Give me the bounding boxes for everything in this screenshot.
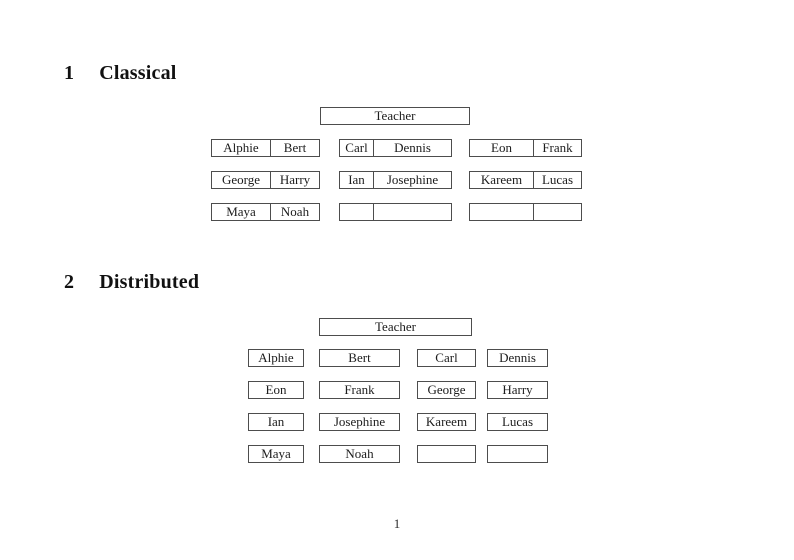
desk: Kareem Lucas (469, 171, 582, 189)
seat (373, 204, 451, 220)
section-title: Classical (99, 62, 177, 84)
desk: Eon Frank (469, 139, 582, 157)
desk: Frank (319, 381, 400, 399)
seat: Carl (345, 140, 368, 155)
desk: Ian (248, 413, 304, 431)
seat (533, 204, 581, 220)
seat (340, 204, 373, 220)
seat: Josephine (373, 172, 451, 188)
desk: Alphie (248, 349, 304, 367)
seat (470, 204, 533, 220)
section-title: Distributed (99, 271, 200, 293)
section-heading-distributed: 2 Distributed (64, 271, 199, 294)
desk: George Harry (211, 171, 320, 189)
desk: Josephine (319, 413, 400, 431)
teacher-box: Teacher (320, 107, 470, 125)
seat: Kareem (480, 172, 523, 187)
desk: Eon (248, 381, 304, 399)
desk: Lucas (487, 413, 548, 431)
desk: Maya Noah (211, 203, 320, 221)
desk-empty (487, 445, 548, 463)
desk: Maya (248, 445, 304, 463)
section-number: 1 (64, 62, 75, 84)
seat: Frank (533, 140, 581, 156)
desk: George (417, 381, 476, 399)
seat: Harry (270, 172, 319, 188)
desk: Ian Josephine (339, 171, 452, 189)
desk-empty (469, 203, 582, 221)
desk: Alphie Bert (211, 139, 320, 157)
teacher-box: Teacher (319, 318, 472, 336)
desk: Kareem (417, 413, 476, 431)
desk: Carl (417, 349, 476, 367)
desk: Dennis (487, 349, 548, 367)
section-heading-classical: 1 Classical (64, 62, 177, 85)
desk: Carl Dennis (339, 139, 452, 157)
page-number: 1 (393, 516, 401, 531)
seat: Ian (348, 172, 365, 187)
seat: Eon (491, 140, 512, 155)
seat: Maya (226, 204, 256, 219)
desk-empty (339, 203, 452, 221)
seat: Alphie (223, 140, 259, 155)
seat: Noah (270, 204, 319, 220)
desk-empty (417, 445, 476, 463)
seat: Bert (270, 140, 319, 156)
seat: Dennis (373, 140, 451, 156)
seat: Lucas (533, 172, 581, 188)
desk: Bert (319, 349, 400, 367)
desk: Harry (487, 381, 548, 399)
desk: Noah (319, 445, 400, 463)
seat: George (221, 172, 261, 187)
section-number: 2 (64, 271, 75, 293)
